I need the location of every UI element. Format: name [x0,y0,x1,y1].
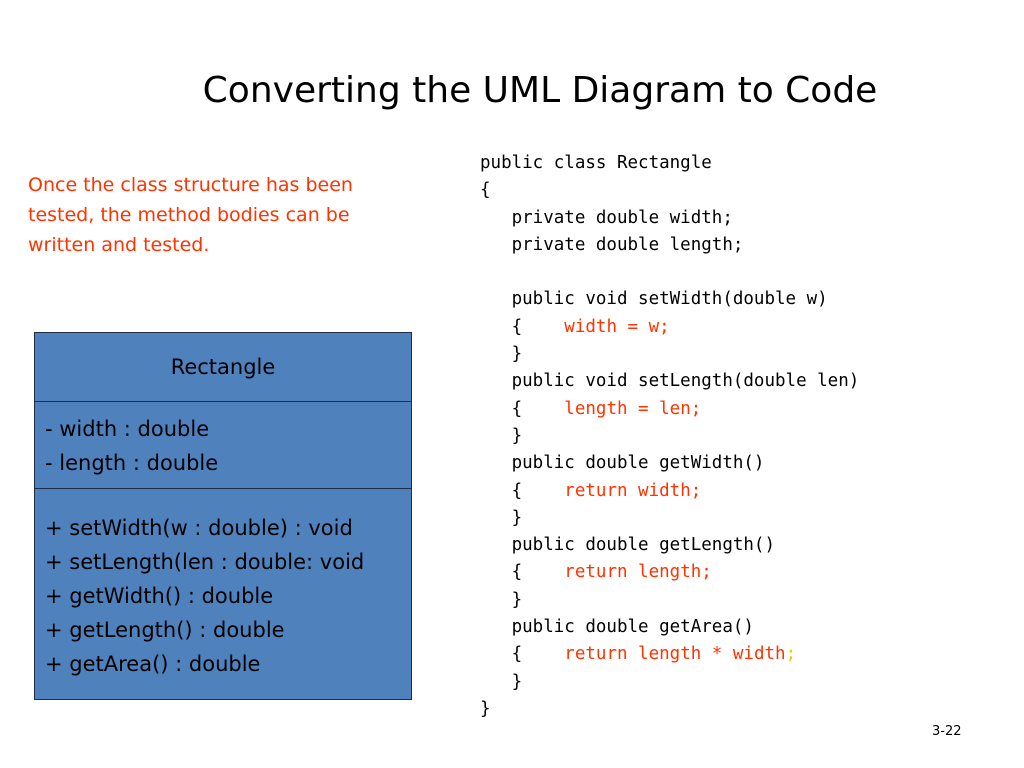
code-line: public double getArea() [480,617,754,638]
code-text: { [480,316,565,337]
code-line: private double length; [480,234,744,255]
code-text: { [480,562,565,583]
code-text: { [480,480,565,501]
method-body-code: return length; [564,562,712,583]
method-body-code: length = len; [564,398,702,419]
uml-method-getwidth: + getWidth() : double [45,584,274,608]
uml-method-getarea: + getArea() : double [45,652,261,676]
method-body-code: width = w; [564,316,670,337]
code-line: } [480,589,523,610]
code-line: { return length * width; [480,641,859,668]
code-line: { [480,180,491,201]
code-line: public void setLength(double len) [480,371,860,392]
code-line: public double getLength() [480,535,776,556]
intro-text: Once the class structure has been tested… [28,174,353,256]
code-line: { length = len; [480,396,859,423]
code-line: { return width; [480,478,859,505]
code-line: } [480,425,523,446]
code-line: } [480,507,523,528]
uml-class-diagram: Rectangle - width : double - length : do… [34,332,412,700]
page-number: 3-22 [932,724,962,739]
semicolon: ; [785,644,797,665]
code-text: { [480,398,565,419]
code-line: { width = w; [480,314,859,341]
slide-title: Converting the UML Diagram to Code [202,70,878,111]
method-body-code: return length * width [564,644,786,665]
code-line: public void setWidth(double w) [480,289,828,310]
code-line: public double getWidth() [480,453,765,474]
code-line: } [480,698,491,719]
uml-method-setwidth: + setWidth(w : double) : void [45,516,353,540]
uml-attributes: - width : double - length : double [35,402,411,489]
uml-attribute-length: - length : double [45,451,219,475]
uml-method-setlength: + setLength(len : double: void [45,550,365,574]
code-line [480,259,859,286]
code-line: } [480,671,523,692]
uml-method-getlength: + getLength() : double [45,618,285,642]
method-body-code: return width; [564,480,702,501]
code-line: private double width; [480,207,733,228]
uml-attribute-width: - width : double [45,417,210,441]
uml-methods: + setWidth(w : double) : void + setLengt… [35,489,411,699]
code-line: { return length; [480,559,859,586]
code-text: { [480,644,565,665]
code-line: public class Rectangle [480,153,712,173]
code-block: public class Rectangle { private double … [480,150,859,723]
code-line: } [480,344,523,365]
uml-class-name: Rectangle [35,333,411,402]
